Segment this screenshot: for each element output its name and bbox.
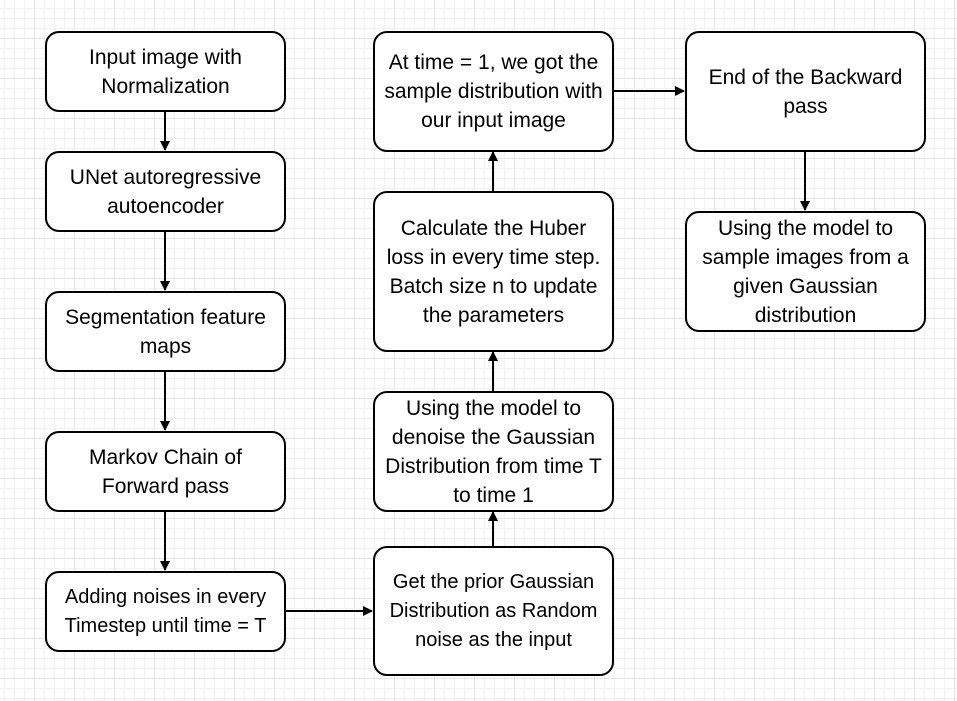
adding-noises-node: Adding noises in every Timestep until ti… [45,571,286,652]
segmentation-node: Segmentation feature maps [45,291,286,372]
prior-gaussian-label: Get the prior Gaussian Distribution as R… [389,570,598,651]
adding-noises-label: Adding noises in every Timestep until ti… [64,585,267,637]
time-one-label: At time = 1, we got the sample distribut… [384,51,603,132]
huber-loss-label: Calculate the Huber loss in every time s… [386,216,601,327]
unet-node: UNet autoregressive autoencoder [45,151,286,232]
denoise-label: Using the model to denoise the Gaussian … [385,396,602,507]
denoise-node: Using the model to denoise the Gaussian … [373,391,614,512]
markov-chain-label: Markov Chain of Forward pass [89,445,242,498]
huber-loss-node: Calculate the Huber loss in every time s… [373,191,614,352]
sample-images-label: Using the model to sample images from a … [702,216,909,327]
segmentation-label: Segmentation feature maps [65,305,266,358]
end-backward-label: End of the Backward pass [708,65,903,118]
prior-gaussian-node: Get the prior Gaussian Distribution as R… [373,546,614,676]
sample-images-node: Using the model to sample images from a … [685,211,926,332]
input-image-node: Input image with Normalization [45,31,286,112]
input-image-label: Input image with Normalization [89,45,242,98]
markov-chain-node: Markov Chain of Forward pass [45,431,286,512]
end-backward-node: End of the Backward pass [685,31,926,152]
time-one-node: At time = 1, we got the sample distribut… [373,31,614,152]
unet-label: UNet autoregressive autoencoder [69,165,262,218]
